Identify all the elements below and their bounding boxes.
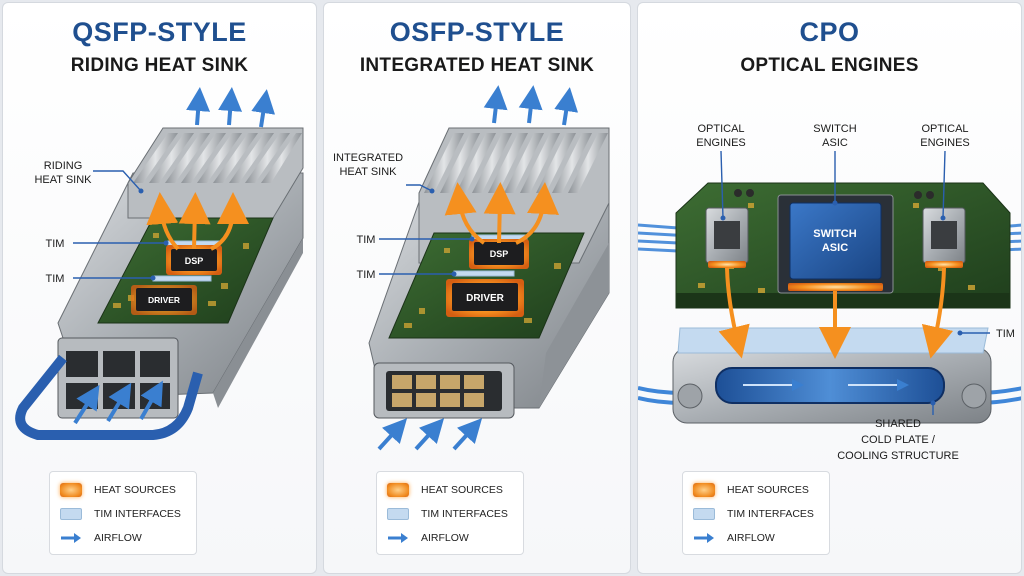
dsp-chip (171, 249, 217, 271)
heat-flow-arrows (146, 192, 249, 251)
legend-heat-label: HEAT SOURCES (94, 484, 176, 496)
legend-heat-sources: HEAT SOURCES (693, 482, 829, 498)
panel-subtitle: INTEGRATED HEAT SINK (359, 55, 595, 76)
tim-swatch (693, 508, 715, 520)
callout-oe-left-2: ENGINES (696, 137, 746, 149)
panel-subtitle: RIDING HEAT SINK (70, 55, 249, 76)
heat-source-swatch (387, 483, 409, 497)
legend-airflow-label: AIRFLOW (421, 532, 469, 544)
callout-tim-upper: TIM (357, 234, 376, 246)
panel-title: OSFP-STYLE (389, 17, 565, 47)
heat-source-swatch (60, 483, 82, 497)
airflow-up-arrows (186, 87, 276, 128)
legend-tim: TIM INTERFACES (387, 506, 523, 522)
callout-heatsink-1: RIDING (44, 160, 83, 172)
callout-heatsink-1: INTEGRATED (333, 152, 403, 164)
panel-subtitle: OPTICAL ENGINES (740, 55, 919, 76)
tim-lower-strip (453, 270, 515, 277)
legend-tim-label: TIM INTERFACES (727, 508, 814, 520)
pull-tab (15, 354, 203, 440)
asic-chip-label-1: SWITCH (813, 228, 856, 240)
switch-asic-chip (789, 202, 882, 280)
dsp-chip (474, 242, 524, 265)
callout-asic-1: SWITCH (813, 123, 856, 135)
callout-coldplate-2: COLD PLATE / (861, 434, 936, 446)
heat-flow-arrows (718, 267, 954, 359)
dsp-chip-label: DSP (490, 249, 509, 259)
asic-chip-label-2: ASIC (822, 242, 848, 254)
legend-tim-label: TIM INTERFACES (421, 508, 508, 520)
callout-tim-lower: TIM (357, 269, 376, 281)
callout-oe-right-2: ENGINES (920, 137, 970, 149)
callout-tim-upper: TIM (46, 238, 65, 250)
airflow-arrow-icon (387, 532, 409, 544)
callout-tim-lower: TIM (46, 273, 65, 285)
optical-engine-left (705, 207, 749, 268)
callout-coldplate-3: COOLING STRUCTURE (837, 450, 959, 462)
callout-oe-left-1: OPTICAL (697, 123, 744, 135)
coolant-channel (715, 367, 945, 404)
callout-heatsink-2: HEAT SINK (339, 166, 397, 178)
heat-sink-fins (133, 133, 302, 183)
airflow-arrow-icon (693, 532, 715, 544)
asic-heat-glow (788, 283, 883, 291)
legend-tim: TIM INTERFACES (693, 506, 829, 522)
panel-qsfp: QSFP-STYLE RIDING HEAT SINK (2, 2, 317, 574)
legend-airflow-label: AIRFLOW (94, 532, 142, 544)
legend-tim: TIM INTERFACES (60, 506, 196, 522)
driver-chip (452, 283, 518, 311)
airflow-in-arrows (73, 380, 163, 425)
tim-lower-strip (152, 275, 212, 282)
legend-heat-sources: HEAT SOURCES (60, 482, 196, 498)
panel-title: QSFP-STYLE (72, 17, 247, 47)
legend-tim-label: TIM INTERFACES (94, 508, 181, 520)
airflow-in-arrows (377, 418, 483, 451)
driver-chip (136, 288, 192, 311)
legend-airflow-label: AIRFLOW (727, 532, 775, 544)
legend-heat-label: HEAT SOURCES (421, 484, 503, 496)
tim-swatch (387, 508, 409, 520)
legend: HEAT SOURCES TIM INTERFACES AIRFLOW (49, 471, 197, 555)
legend: HEAT SOURCES TIM INTERFACES AIRFLOW (682, 471, 830, 555)
callout-coldplate-1: SHARED (875, 418, 921, 430)
tim-swatch (60, 508, 82, 520)
callout-heatsink-2: HEAT SINK (34, 174, 92, 186)
legend-airflow: AIRFLOW (60, 530, 196, 546)
legend-heat-label: HEAT SOURCES (727, 484, 809, 496)
dsp-chip-label: DSP (185, 256, 204, 266)
heat-sink-fins (424, 133, 608, 193)
heat-source-swatch (693, 483, 715, 497)
panel-cpo: CPO OPTICAL ENGINES (637, 2, 1022, 574)
legend-airflow: AIRFLOW (387, 530, 523, 546)
airflow-arrow-icon (60, 532, 82, 544)
driver-chip-label: DRIVER (148, 295, 180, 305)
cpo-illustration: SWITCH ASIC OPT (638, 123, 1021, 462)
callout-asic-2: ASIC (822, 137, 848, 149)
legend-airflow: AIRFLOW (693, 530, 829, 546)
optical-engine-right (922, 207, 966, 268)
qsfp-module-illustration: DSP DRIVER (15, 87, 304, 440)
panel-title: CPO (799, 17, 860, 47)
callout-oe-right-1: OPTICAL (921, 123, 968, 135)
osfp-module-illustration: DSP DRIVER INTEGRATED HEAT SI (333, 85, 610, 451)
legend: HEAT SOURCES TIM INTERFACES AIRFLOW (376, 471, 524, 555)
callout-tim: TIM (996, 328, 1015, 340)
legend-heat-sources: HEAT SOURCES (387, 482, 523, 498)
driver-chip-label: DRIVER (466, 293, 505, 304)
airflow-up-arrows (483, 85, 579, 126)
panel-osfp: OSFP-STYLE INTEGRATED HEAT SINK (323, 2, 631, 574)
heat-flow-arrows (444, 182, 559, 245)
